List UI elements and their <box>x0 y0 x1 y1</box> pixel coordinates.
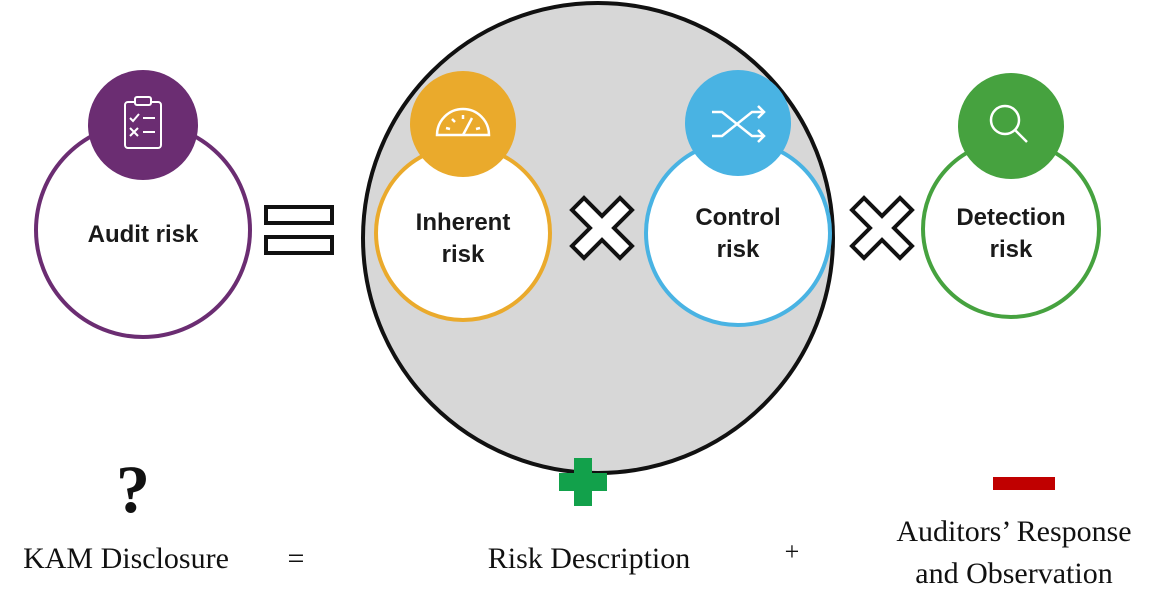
control-risk-label-line1: Control <box>695 204 780 231</box>
control-risk-node: Control risk <box>644 70 832 327</box>
detection-risk-label-line1: Detection <box>956 204 1065 231</box>
inherent-risk-node: Inherent risk <box>374 71 552 322</box>
inherent-risk-badge <box>410 71 516 177</box>
clipboard-checklist-icon <box>124 96 162 149</box>
control-risk-label-line2: risk <box>717 236 760 263</box>
speedometer-icon <box>435 107 491 137</box>
equals-text: = <box>288 542 305 575</box>
audit-risk-node: Audit risk <box>34 70 252 339</box>
magnifier-icon <box>989 104 1028 143</box>
auditors-response-line2: and Observation <box>915 557 1112 590</box>
plus-symbol <box>559 458 607 506</box>
kam-disclosure-label: KAM Disclosure <box>23 542 229 575</box>
inherent-risk-label-line2: risk <box>442 241 485 268</box>
multiply-symbol-1 <box>569 195 635 261</box>
minus-symbol <box>993 477 1055 490</box>
audit-risk-badge <box>88 70 198 180</box>
question-mark: ? <box>116 451 150 527</box>
detection-risk-badge <box>958 73 1064 179</box>
equals-symbol <box>264 205 334 255</box>
audit-risk-label: Audit risk <box>88 221 199 248</box>
auditors-response-line1: Auditors’ Response <box>896 515 1131 548</box>
risk-description-label: Risk Description <box>488 542 691 575</box>
detection-risk-label-line2: risk <box>990 236 1033 263</box>
detection-risk-node: Detection risk <box>921 73 1101 319</box>
inherent-risk-label-line1: Inherent <box>416 209 511 236</box>
multiply-symbol-2 <box>849 195 915 261</box>
plus-text: + <box>785 537 800 566</box>
shuffle-arrows-icon <box>712 105 766 143</box>
